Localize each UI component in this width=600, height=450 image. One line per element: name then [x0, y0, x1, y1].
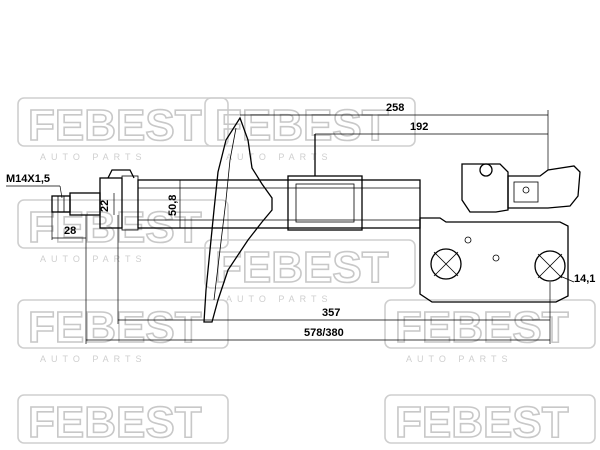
bracket-outline: [419, 217, 569, 303]
dim-total-label: 578/380: [304, 327, 344, 339]
knuckle-bracket: [419, 217, 569, 303]
dim-hole-label: 14,1: [574, 273, 595, 285]
watermark-brand: FEBEST: [395, 303, 569, 352]
watermark-far-bottom: FEBEST: [17, 394, 229, 448]
watermark-sub: AUTO PARTS: [406, 354, 513, 364]
spring-seat: [203, 116, 273, 323]
hole-cross: [433, 251, 459, 277]
watermark-sub: AUTO PARTS: [40, 152, 147, 162]
watermark-sub: AUTO PARTS: [226, 152, 333, 162]
mount-dot: [522, 186, 530, 194]
watermark-mid-center: FEBEST AUTO PARTS: [204, 239, 416, 304]
top-cap-lip: [107, 169, 135, 179]
watermark-frame: [17, 199, 229, 249]
stabilizer-bracket: [461, 163, 581, 213]
lower-mount: [507, 165, 581, 209]
bracket-dot: [492, 254, 500, 262]
cylinder-body: [137, 179, 421, 229]
hole-cross: [537, 253, 563, 279]
watermark-frame: [204, 239, 416, 289]
main-cylinder: [137, 179, 421, 229]
watermark-brand: FEBEST: [28, 398, 202, 447]
watermark-frame: [204, 97, 416, 147]
bolt-hole-upper: [430, 248, 462, 280]
watermark-far-bottom-right: FEBEST: [384, 394, 596, 448]
bump-stop-inner: [295, 183, 355, 223]
dim-192-label: 192: [410, 121, 428, 133]
watermark-sub: AUTO PARTS: [226, 294, 333, 304]
dim-hole-leader: [559, 275, 575, 283]
watermark-mid-left: FEBEST AUTO PARTS: [17, 199, 229, 264]
watermark-top-left: FEBEST AUTO PARTS: [17, 97, 229, 162]
dim-258-label: 258: [386, 102, 404, 114]
bump-stop: [287, 134, 363, 231]
bump-stop-outer: [287, 175, 363, 231]
watermark-frame: [384, 394, 596, 444]
dim-22-label: 22: [99, 200, 111, 212]
watermark-frame: [17, 299, 229, 349]
dim-thread-leader: [59, 185, 63, 199]
watermark-bottom-left: FEBEST AUTO PARTS: [17, 299, 229, 364]
mount-detail: [513, 181, 539, 203]
stabilizer-hole: [479, 163, 493, 177]
watermark-brand: FEBEST: [215, 243, 389, 292]
dim-28-label: 28: [64, 225, 76, 237]
bracket-dot: [464, 236, 472, 244]
spring-seat-inner: [213, 127, 237, 301]
bolt-hole-lower: [534, 250, 566, 282]
watermark-frame: [17, 394, 229, 444]
watermark-top-right: FEBEST AUTO PARTS: [204, 97, 416, 162]
dim-357-label: 357: [322, 307, 340, 319]
watermark-frame: [17, 97, 229, 147]
watermark-brand: FEBEST: [28, 303, 202, 352]
watermark-brand: FEBEST: [28, 101, 202, 150]
watermark-sub: AUTO PARTS: [40, 254, 147, 264]
watermark-brand: FEBEST: [395, 398, 569, 447]
stabilizer-outline: [461, 163, 509, 213]
dim-50-8-label: 50,8: [167, 195, 179, 216]
watermark-bottom-right: FEBEST AUTO PARTS: [384, 299, 596, 364]
watermark-frame: [384, 299, 596, 349]
dim-thread-label: M14X1,5: [6, 173, 50, 185]
watermark-brand: FEBEST: [215, 101, 389, 150]
watermark-sub: AUTO PARTS: [40, 354, 147, 364]
